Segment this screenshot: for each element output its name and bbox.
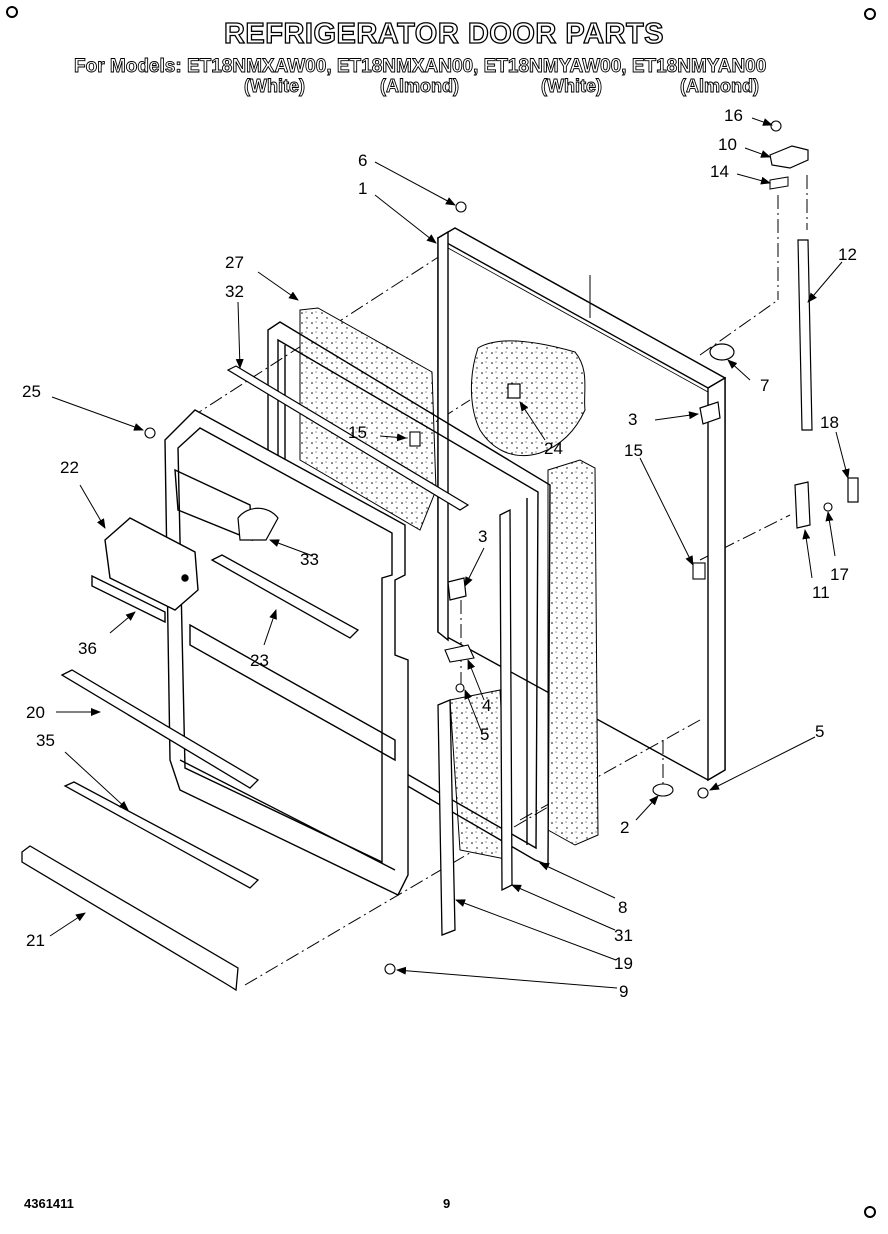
callout-23: 23 [250,651,269,670]
shelf-rail-23 [210,554,360,639]
callout-27: 27 [225,253,244,272]
clip-15-upper [409,431,421,447]
clip-part-24 [507,383,521,399]
plug-7 [709,343,735,361]
shelf-rail-21 [21,845,239,992]
callout-labels: 16 10 14 6 1 27 32 12 7 25 15 24 3 15 18… [22,106,857,1001]
callout-5-lower: 5 [815,722,824,741]
clip-15-side [692,562,706,580]
callout-6: 6 [358,151,367,170]
outer-door-panel [436,227,727,782]
model-color-3: (White) [541,76,603,97]
registration-mark-bottom-right [864,1206,876,1218]
bracket-3-lower [447,577,467,601]
callout-36: 36 [78,639,97,658]
callout-35: 35 [36,731,55,750]
shim-14 [769,176,789,190]
side-trim-31 [499,508,513,892]
model-color-1: (White) [244,76,306,97]
callout-8: 8 [618,898,627,917]
handle-piece-33 [237,507,279,541]
page-title: REFRIGERATOR DOOR PARTS [223,17,665,50]
callout-24: 24 [544,439,563,458]
registration-mark-top-right [864,8,876,20]
door-stop-12 [797,239,813,431]
hinge-11 [794,481,811,529]
callout-20: 20 [26,703,45,722]
callout-22: 22 [60,458,79,477]
callout-1: 1 [358,179,367,198]
callout-21: 21 [26,931,45,950]
screw-9 [384,963,396,975]
screw-5-hinge [455,683,465,693]
callout-7: 7 [760,376,769,395]
callout-33: 33 [300,550,319,569]
screw-6 [455,201,467,213]
callout-9: 9 [619,982,628,1001]
model-color-2: (Almond) [380,76,460,97]
callout-18: 18 [820,413,839,432]
cutaway-panel-area [471,340,586,457]
shelf-rail-35 [63,781,260,889]
callout-2: 2 [620,818,629,837]
callout-32: 32 [225,282,244,301]
insulation-right [547,459,599,846]
callout-15-upper: 15 [348,423,367,442]
document-number: 4361411 [24,1196,74,1211]
callout-31: 31 [614,926,633,945]
screws [144,120,833,975]
hinge-10 [769,145,809,169]
callout-4: 4 [482,696,491,715]
callout-3-lower: 3 [478,527,487,546]
callout-11: 11 [812,583,830,602]
hinge-plate-4 [444,644,475,663]
models-line: For Models: ET18NMXAW00, ET18NMXAN00, ET… [74,56,767,78]
bushing-2 [652,783,674,797]
registration-mark-top-left [6,6,18,18]
model-color-4: (Almond) [680,76,760,97]
door-strip-32 [226,365,470,511]
shelf-rail-20 [60,669,260,789]
callout-15-side: 15 [624,441,643,460]
dairy-bin-36 [91,517,199,624]
side-trim-19 [437,699,456,936]
callout-25: 25 [22,382,41,401]
callout-12: 12 [838,245,857,264]
cap-18 [847,477,859,503]
callout-14: 14 [710,162,729,181]
screw-17 [823,502,833,512]
screw-16 [770,120,782,132]
callout-19: 19 [614,954,633,973]
callout-17: 17 [830,565,849,584]
screw-25 [144,427,156,439]
page-number: 9 [443,1196,451,1211]
bracket-3-upper [699,401,721,425]
callout-3-upper: 3 [628,410,637,429]
screw-5-lower [697,787,709,799]
leader-arrows [49,117,850,989]
callout-10: 10 [718,135,737,154]
callout-16: 16 [724,106,743,125]
callout-5-hinge: 5 [480,725,489,744]
